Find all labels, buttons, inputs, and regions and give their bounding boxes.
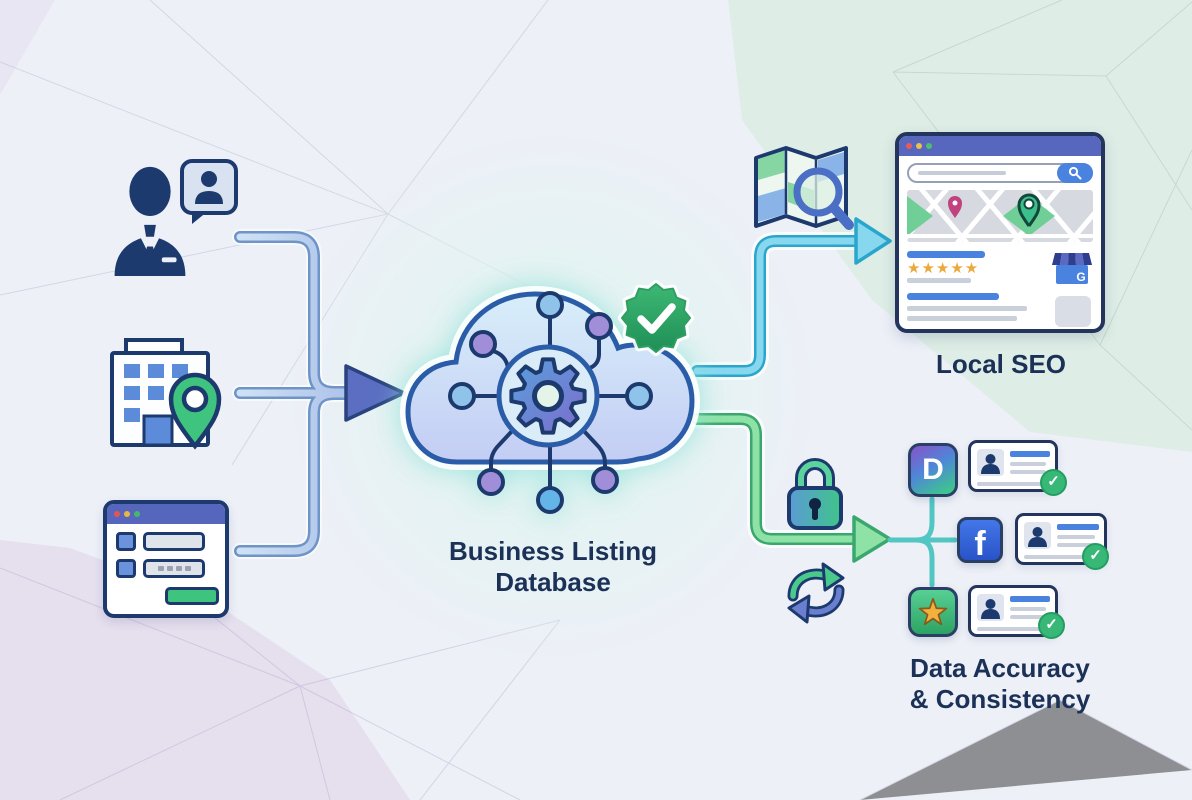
star-rating: ★★★★★ bbox=[907, 260, 980, 277]
google-business-icon: G bbox=[1051, 251, 1093, 287]
center-title: Business Listing Database bbox=[403, 536, 703, 597]
map-search-icon bbox=[750, 140, 854, 240]
center-title-line2: Database bbox=[495, 566, 611, 597]
browser-titlebar bbox=[899, 136, 1101, 156]
lock-icon bbox=[784, 450, 846, 532]
card-text-line bbox=[1010, 470, 1046, 474]
card-title-line bbox=[1010, 451, 1050, 457]
arrow-to-data-accuracy bbox=[688, 410, 892, 563]
result-text-line bbox=[907, 278, 971, 283]
sync-icon bbox=[783, 556, 849, 630]
verified-badge-icon bbox=[617, 279, 695, 357]
window-dot-yellow bbox=[124, 511, 130, 517]
result-title-line bbox=[907, 251, 985, 258]
cloud-database-icon bbox=[393, 256, 713, 548]
facebook-letter: f bbox=[974, 524, 986, 563]
map-pin-small bbox=[948, 196, 962, 218]
result-title-line bbox=[907, 293, 999, 300]
listing-card bbox=[968, 440, 1058, 492]
form-submit-button[interactable] bbox=[165, 587, 219, 605]
check-icon bbox=[637, 303, 676, 334]
avatar bbox=[977, 449, 1004, 476]
form-text-input[interactable] bbox=[143, 532, 205, 551]
network-nodes bbox=[448, 291, 653, 514]
facebook-icon: f bbox=[957, 517, 1003, 563]
location-pin-icon bbox=[166, 370, 224, 450]
window-dot-red bbox=[114, 511, 120, 517]
verified-check-icon: ✓ bbox=[1040, 469, 1067, 496]
browser-search-bar[interactable] bbox=[907, 163, 1093, 183]
result-text-line bbox=[907, 306, 1027, 311]
card-text-line bbox=[1010, 607, 1046, 611]
form-password-input[interactable] bbox=[143, 559, 205, 578]
local-seo-label: Local SEO bbox=[935, 349, 1067, 379]
data-accuracy-line2: & Consistency bbox=[909, 683, 1091, 714]
search-placeholder-line bbox=[918, 171, 1006, 175]
search-button[interactable] bbox=[1057, 163, 1093, 183]
local-seo-browser-window: ★★★★★ G bbox=[895, 132, 1105, 333]
window-dot-red bbox=[906, 143, 912, 149]
gmb-letter: G bbox=[1076, 270, 1085, 284]
form-titlebar bbox=[107, 504, 225, 524]
center-title-line1: Business Listing bbox=[448, 536, 658, 566]
data-accuracy-line1: Data Accuracy bbox=[910, 653, 1090, 683]
directory-app-letter: D bbox=[922, 453, 944, 486]
avatar bbox=[977, 594, 1004, 621]
thumbnail-placeholder bbox=[1055, 296, 1091, 327]
data-accuracy-label: Data Accuracy & Consistency bbox=[880, 653, 1120, 714]
window-dot-yellow bbox=[916, 143, 922, 149]
card-text-line bbox=[1010, 462, 1046, 466]
card-text-line bbox=[1024, 555, 1098, 559]
businessperson-icon bbox=[100, 160, 200, 278]
chat-bubble-contact-icon bbox=[179, 158, 239, 226]
corner-tint bbox=[0, 0, 55, 95]
card-text-line bbox=[1057, 535, 1095, 539]
result-text-line bbox=[907, 316, 1017, 321]
node-lines bbox=[474, 318, 627, 488]
verified-check-icon: ✓ bbox=[1038, 612, 1065, 639]
card-text-line bbox=[1057, 543, 1095, 547]
avatar bbox=[1024, 522, 1051, 549]
converging-arrows bbox=[232, 229, 406, 559]
card-text-line bbox=[977, 482, 1049, 486]
star-icon bbox=[918, 597, 948, 626]
form-field-chip bbox=[116, 559, 136, 578]
window-dot-green bbox=[926, 143, 932, 149]
mesh-lines-left bbox=[0, 0, 619, 466]
card-title-line bbox=[1057, 524, 1099, 530]
hub-branch-lines bbox=[887, 496, 958, 588]
arrow-to-local-seo bbox=[688, 217, 892, 380]
star-review-app-icon bbox=[908, 587, 958, 637]
search-icon bbox=[1068, 166, 1082, 180]
card-title-line bbox=[1010, 596, 1050, 602]
map-result-panel[interactable] bbox=[907, 190, 1093, 242]
lavender-region bbox=[0, 540, 410, 800]
card-text-line bbox=[977, 627, 1049, 631]
listing-form-window bbox=[103, 500, 229, 618]
form-field-chip bbox=[116, 532, 136, 551]
card-text-line bbox=[1010, 615, 1046, 619]
directory-app-icon: D bbox=[908, 443, 958, 497]
window-dot-green bbox=[134, 511, 140, 517]
gear-icon bbox=[509, 357, 587, 435]
verified-check-icon: ✓ bbox=[1082, 543, 1109, 570]
